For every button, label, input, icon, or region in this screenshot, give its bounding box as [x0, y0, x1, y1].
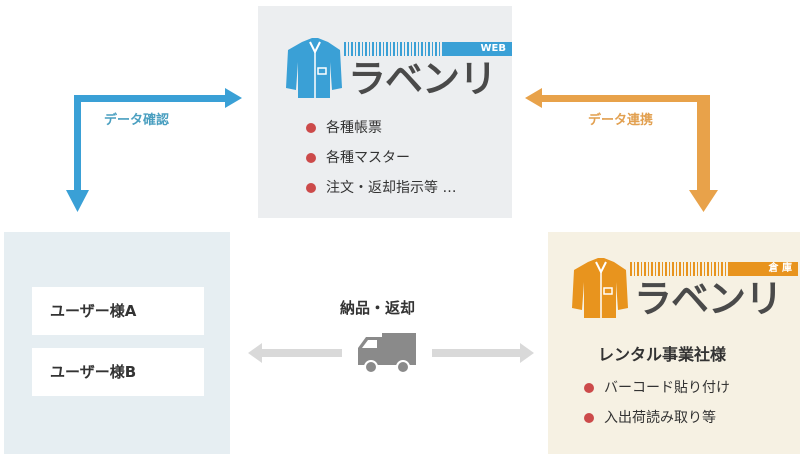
- bullet-icon: [584, 413, 594, 423]
- jacket-icon: [286, 38, 342, 98]
- data-link-arrow: [525, 88, 718, 212]
- web-logo-word: ラベンリ: [348, 57, 497, 101]
- bullet-icon: [584, 383, 594, 393]
- user-card-a: ユーザー様A: [32, 287, 204, 335]
- web-system-panel: WEB ラベンリ 各種帳票 各種マスター 注文・返却指示等 …: [258, 6, 512, 218]
- bullet-icon: [306, 123, 316, 133]
- delivery-left-arrow: [248, 343, 342, 363]
- list-item: 各種帳票: [304, 113, 456, 143]
- users-panel: ユーザー様A ユーザー様B: [4, 232, 230, 454]
- bullet-icon: [306, 183, 316, 193]
- list-item: 入出荷読み取り等: [582, 403, 730, 433]
- warehouse-logo-word: ラベンリ: [634, 277, 783, 321]
- truck-icon: [358, 333, 416, 374]
- jacket-icon: [572, 258, 628, 318]
- warehouse-panel: 倉 庫 ラベンリ バーコード貼り付け 入出荷読み取り等: [548, 232, 800, 454]
- warehouse-logo: 倉 庫 ラベンリ: [570, 256, 798, 326]
- data-confirm-label: データ確認: [104, 113, 170, 128]
- warehouse-logo-tag: 倉 庫: [730, 262, 798, 276]
- list-item: 注文・返却指示等 …: [304, 173, 456, 203]
- web-logo-tag: WEB: [444, 42, 512, 56]
- user-card-b: ユーザー様B: [32, 348, 204, 396]
- web-logo-barcode: [344, 42, 444, 56]
- list-item: バーコード貼り付け: [582, 373, 730, 403]
- warehouse-logo-barcode: [630, 262, 730, 276]
- bullet-icon: [306, 153, 316, 163]
- delivery-right-arrow: [432, 343, 534, 363]
- rental-company-name: レンタル事業社様: [598, 345, 727, 364]
- data-confirm-arrow: [66, 88, 242, 212]
- web-feature-list: 各種帳票 各種マスター 注文・返却指示等 …: [304, 113, 456, 203]
- web-logo: WEB ラベンリ: [284, 36, 512, 106]
- data-link-label: データ連携: [588, 113, 654, 128]
- warehouse-feature-list: バーコード貼り付け 入出荷読み取り等: [582, 373, 730, 433]
- delivery-return-label: 納品・返却: [340, 299, 416, 317]
- list-item: 各種マスター: [304, 143, 456, 173]
